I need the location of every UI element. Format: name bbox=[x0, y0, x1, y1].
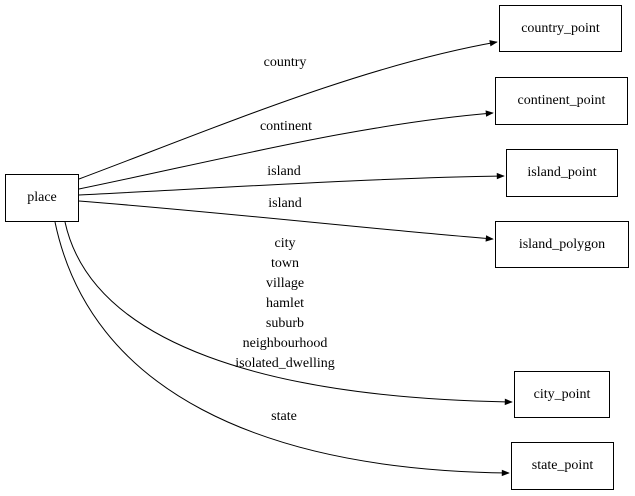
edge-place-city-point bbox=[64, 221, 513, 406]
node-city-point: city_point bbox=[514, 371, 610, 418]
node-island-point-label: island_point bbox=[527, 165, 597, 180]
edge-label-island-point: island bbox=[267, 164, 301, 179]
node-island-polygon-label: island_polygon bbox=[518, 236, 606, 252]
node-state-point: state_point bbox=[511, 442, 614, 490]
edge-place-country-point bbox=[78, 40, 498, 180]
node-country-point-label: country_point bbox=[521, 20, 600, 36]
node-country-point: country_point bbox=[499, 5, 622, 52]
node-island-point: island_point bbox=[506, 149, 618, 197]
node-continent-point-label: continent_point bbox=[517, 93, 606, 108]
edge-place-continent-point bbox=[78, 110, 494, 190]
node-island-polygon: island_polygon bbox=[495, 221, 629, 268]
edge-place-state-point bbox=[54, 221, 510, 477]
edge-label-island-polygon: island bbox=[268, 196, 302, 211]
edge-label-state: state bbox=[271, 409, 297, 424]
edge-label-continent: continent bbox=[259, 119, 313, 134]
edge-place-island-point bbox=[78, 172, 505, 196]
node-state-point-label: state_point bbox=[531, 458, 594, 473]
node-place-label: place bbox=[27, 190, 57, 205]
node-continent-point: continent_point bbox=[495, 77, 628, 125]
node-place: place bbox=[5, 174, 79, 222]
node-city-point-label: city_point bbox=[533, 386, 591, 402]
edge-label-country: country bbox=[263, 55, 307, 70]
edge-label-city-group: city town village hamlet suburb neighbou… bbox=[235, 236, 335, 371]
edge-place-island-polygon bbox=[78, 200, 494, 242]
